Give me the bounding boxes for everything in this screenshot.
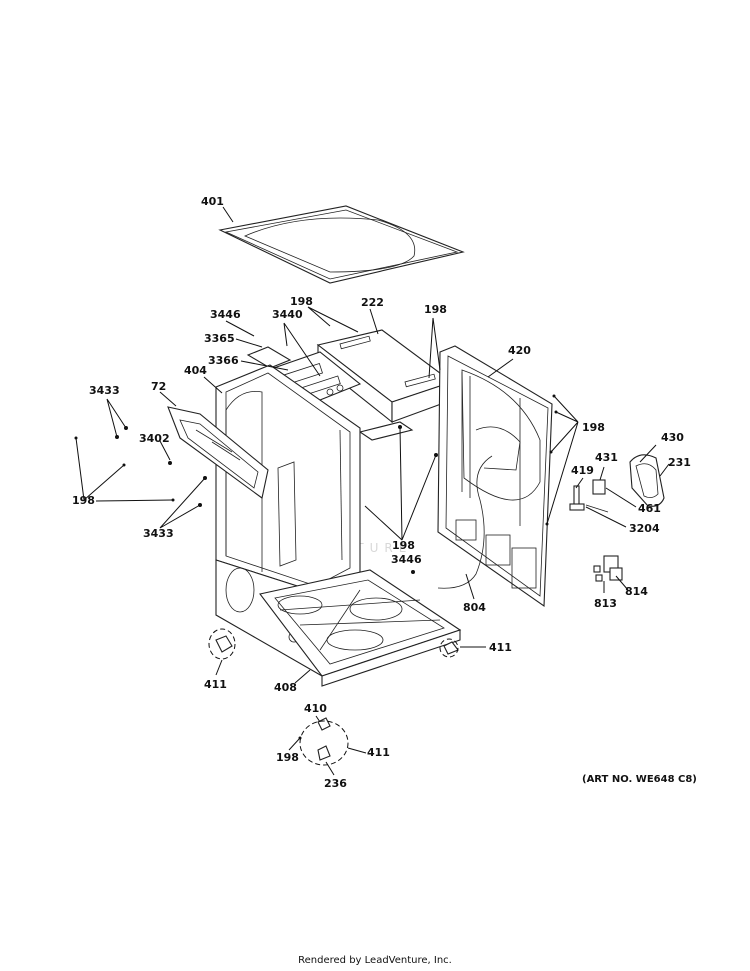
label-461: 461	[638, 502, 661, 515]
label-419: 419	[571, 464, 594, 477]
label-410: 410	[304, 702, 327, 715]
label-401: 401	[201, 195, 224, 208]
art-number: (ART NO. WE648 C8)	[582, 774, 697, 785]
label-198-top: 198	[290, 295, 313, 308]
label-3365: 3365	[204, 332, 235, 345]
footer-credit: Rendered by LeadVenture, Inc.	[298, 955, 452, 966]
part-labels: 401 198 222 198 3446 3440 3365 3366 404 …	[72, 195, 691, 790]
power-cord-part	[437, 455, 493, 589]
label-411-right: 411	[489, 641, 512, 654]
label-72: 72	[151, 380, 166, 393]
label-198-rear: 198	[424, 303, 447, 316]
top-panel-part	[218, 205, 465, 284]
label-404: 404	[184, 364, 207, 377]
label-3446-bottom: 3446	[391, 553, 422, 566]
label-198-left: 198	[72, 494, 95, 507]
label-813: 813	[594, 597, 617, 610]
label-198-right: 198	[582, 421, 605, 434]
label-430: 430	[661, 431, 684, 444]
callout-circles	[208, 628, 459, 766]
label-420: 420	[508, 344, 531, 357]
label-411-left: 411	[204, 678, 227, 691]
label-408: 408	[274, 681, 297, 694]
label-198-center: 198	[392, 539, 415, 552]
front-bracket-part	[167, 406, 269, 499]
label-236: 236	[324, 777, 347, 790]
terminal-block-part	[593, 555, 623, 582]
cabinet-part	[215, 364, 462, 687]
label-804: 804	[463, 601, 486, 614]
label-3446-top: 3446	[210, 308, 241, 321]
label-3366: 3366	[208, 354, 239, 367]
label-411-bottom: 411	[367, 746, 390, 759]
label-814: 814	[625, 585, 648, 598]
duct-part	[629, 454, 665, 507]
leveling-leg-parts	[215, 635, 459, 761]
label-3433-upper: 3433	[89, 384, 120, 397]
thermostat-parts	[569, 479, 609, 513]
label-198-bottom: 198	[276, 751, 299, 764]
label-3204: 3204	[629, 522, 660, 535]
label-431: 431	[595, 451, 618, 464]
label-3402: 3402	[139, 432, 170, 445]
label-3433-lower: 3433	[143, 527, 174, 540]
label-231: 231	[668, 456, 691, 469]
rear-panel-part	[437, 345, 553, 608]
leader-lines	[75, 206, 670, 776]
label-3440: 3440	[272, 308, 303, 321]
label-222: 222	[361, 296, 384, 309]
